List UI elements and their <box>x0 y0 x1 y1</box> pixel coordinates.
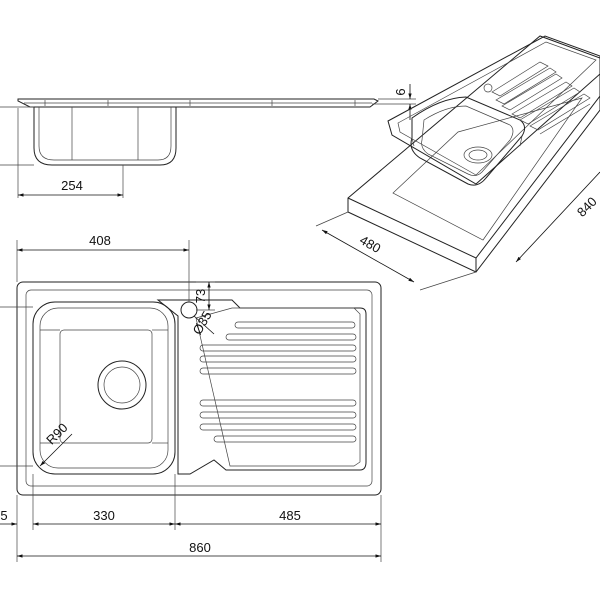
tap-hole-diameter-label: Ø35 <box>189 308 214 337</box>
plan-view: 408 73 Ø35 R90 5 330 485 860 <box>0 233 382 562</box>
drainer-width-label: 485 <box>279 508 301 523</box>
bowl-center-offset-label: 408 <box>89 233 111 248</box>
side-view: 254 6 <box>0 84 416 198</box>
isometric-view: 480 840 <box>315 35 600 291</box>
side-width-label: 254 <box>61 178 83 193</box>
bowl-width-label: 330 <box>93 508 115 523</box>
side-depth-label: 6 <box>393 88 408 95</box>
left-margin-label: 5 <box>0 508 7 523</box>
tap-hole-offset-label: 73 <box>193 289 208 303</box>
total-width-label: 860 <box>189 540 211 555</box>
corner-radius-label: R90 <box>43 420 70 447</box>
overall-length-label: 840 <box>574 194 600 220</box>
drainer-ribs <box>199 321 357 443</box>
